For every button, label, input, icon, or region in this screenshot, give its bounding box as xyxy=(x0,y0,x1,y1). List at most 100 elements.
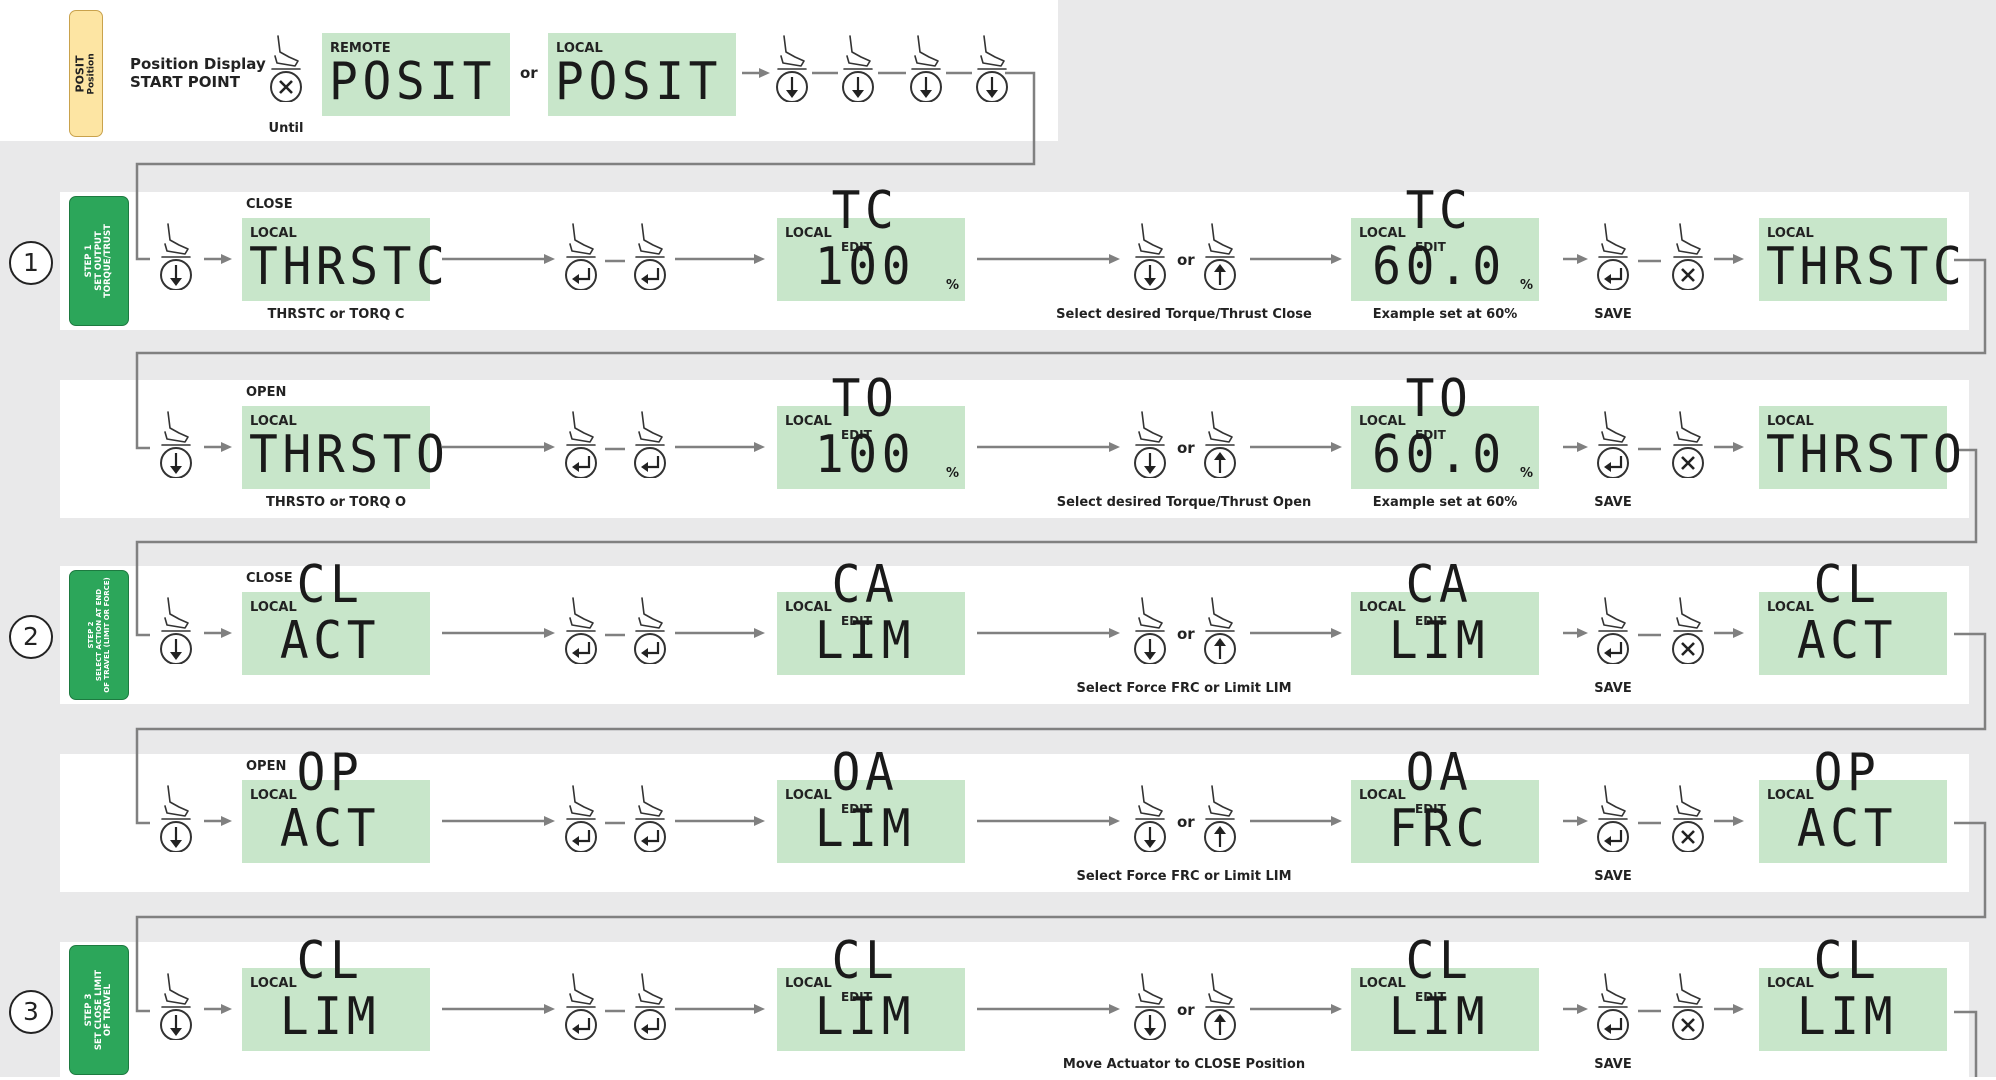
position-display-title: Position Display xyxy=(130,55,266,73)
key-separator xyxy=(605,1009,625,1013)
flow-arrow xyxy=(1714,1004,1744,1014)
lcd-mode-label: LOCAL xyxy=(1767,976,1814,991)
flow-arrow xyxy=(1563,816,1588,826)
down-key-icon[interactable] xyxy=(968,32,1016,102)
enter-key-icon[interactable] xyxy=(626,220,674,290)
lcd-mode-label: LOCAL xyxy=(785,600,832,615)
lcd-edit-label: EDIT xyxy=(1415,990,1446,1004)
cancel-key-icon[interactable] xyxy=(1664,594,1712,664)
down-key-icon[interactable] xyxy=(152,220,200,290)
or-label: or xyxy=(1177,251,1195,269)
lcd-readout: OP ACT xyxy=(279,743,381,859)
cancel-key-icon[interactable] xyxy=(1664,220,1712,290)
lcd-mode-label: LOCAL xyxy=(556,41,603,56)
section-label: OPEN xyxy=(246,385,287,400)
down-key-icon[interactable] xyxy=(152,970,200,1040)
enter-key-icon[interactable] xyxy=(557,594,605,664)
up-key-icon[interactable] xyxy=(1196,408,1244,478)
down-key-icon[interactable] xyxy=(1126,408,1174,478)
enter-key-icon[interactable] xyxy=(1589,408,1637,478)
save-label: SAVE xyxy=(1594,681,1632,696)
down-key-icon[interactable] xyxy=(1126,782,1174,852)
enter-key-icon[interactable] xyxy=(1589,782,1637,852)
enter-key-icon[interactable] xyxy=(626,594,674,664)
enter-key-icon[interactable] xyxy=(626,970,674,1040)
down-key-icon[interactable] xyxy=(1126,220,1174,290)
down-key-icon[interactable] xyxy=(1126,970,1174,1040)
flow-arrow xyxy=(1250,1004,1342,1014)
lcd-readout: THRSTC xyxy=(1766,237,1967,297)
lcd-percent-sign: % xyxy=(1519,466,1533,481)
lcd-readout: POSIT xyxy=(329,52,497,112)
key-separator xyxy=(1638,259,1661,263)
step3-tab-title: STEP 3 xyxy=(83,993,94,1027)
cancel-key-icon[interactable] xyxy=(1664,970,1712,1040)
down-key-icon[interactable] xyxy=(152,408,200,478)
lcd-readout: OP ACT xyxy=(1796,743,1898,859)
up-key-icon[interactable] xyxy=(1196,594,1244,664)
instruction-caption: Move Actuator to CLOSE Position xyxy=(1062,1057,1306,1072)
lcd-mode-label: LOCAL xyxy=(785,976,832,991)
enter-key-icon[interactable] xyxy=(557,220,605,290)
flow-arrow xyxy=(204,628,232,638)
cancel-key-icon[interactable] xyxy=(1664,782,1712,852)
step3-tab-line2: SET CLOSE LIMIT xyxy=(93,969,104,1051)
up-key-icon[interactable] xyxy=(1196,970,1244,1040)
lcd-mode-label: LOCAL xyxy=(1359,414,1406,429)
enter-key-icon[interactable] xyxy=(626,782,674,852)
lcd-edit-label: EDIT xyxy=(841,990,872,1004)
cancel-key-icon[interactable] xyxy=(262,32,310,102)
lcd-percent-sign: % xyxy=(945,278,959,293)
lcd-edit-label: EDIT xyxy=(841,802,872,816)
lcd-mode-label: LOCAL xyxy=(1767,414,1814,429)
key-separator xyxy=(605,633,625,637)
lcd-edit-label: EDIT xyxy=(1415,240,1446,254)
lcd-mode-label: LOCAL xyxy=(250,976,297,991)
enter-key-icon[interactable] xyxy=(1589,970,1637,1040)
down-key-icon[interactable] xyxy=(152,782,200,852)
key-separator xyxy=(1638,1009,1661,1013)
lcd-readout: TC 100 xyxy=(814,181,916,297)
enter-key-icon[interactable] xyxy=(557,970,605,1040)
down-key-icon[interactable] xyxy=(834,32,882,102)
start-point-label: START POINT xyxy=(130,73,240,91)
flow-arrow xyxy=(1250,254,1342,264)
enter-key-icon[interactable] xyxy=(1589,220,1637,290)
until-label: Until xyxy=(268,121,304,136)
down-key-icon[interactable] xyxy=(152,594,200,664)
lcd-mode-label: LOCAL xyxy=(1359,600,1406,615)
down-key-icon[interactable] xyxy=(768,32,816,102)
lcd-readout: THRSTO xyxy=(249,425,450,485)
up-key-icon[interactable] xyxy=(1196,220,1244,290)
lcd-readout: CA LIM xyxy=(1388,555,1490,671)
or-label: or xyxy=(1177,439,1195,457)
key-separator xyxy=(1638,447,1661,451)
down-key-icon[interactable] xyxy=(1126,594,1174,664)
down-key-icon[interactable] xyxy=(902,32,950,102)
enter-key-icon[interactable] xyxy=(557,782,605,852)
flow-arrow xyxy=(977,254,1120,264)
enter-key-icon[interactable] xyxy=(1589,594,1637,664)
up-key-icon[interactable] xyxy=(1196,782,1244,852)
lcd-readout: CL LIM xyxy=(279,931,381,1047)
section-label: CLOSE xyxy=(246,197,293,212)
cancel-key-icon[interactable] xyxy=(1664,408,1712,478)
lcd-mode-label: REMOTE xyxy=(330,41,391,56)
step-number-3: 3 xyxy=(9,990,53,1034)
enter-key-icon[interactable] xyxy=(626,408,674,478)
posit-tab-title: POSIT xyxy=(73,55,87,92)
step3-tab-line3: OF TRAVEL xyxy=(102,983,113,1037)
posit-panel xyxy=(0,0,1058,141)
enter-key-icon[interactable] xyxy=(557,408,605,478)
key-separator xyxy=(605,447,625,451)
posit-tab-subtitle: Position xyxy=(86,52,96,95)
lcd-percent-sign: % xyxy=(1519,278,1533,293)
instruction-caption: Select Force FRC or Limit LIM xyxy=(1076,869,1292,884)
key-separator xyxy=(1638,821,1661,825)
